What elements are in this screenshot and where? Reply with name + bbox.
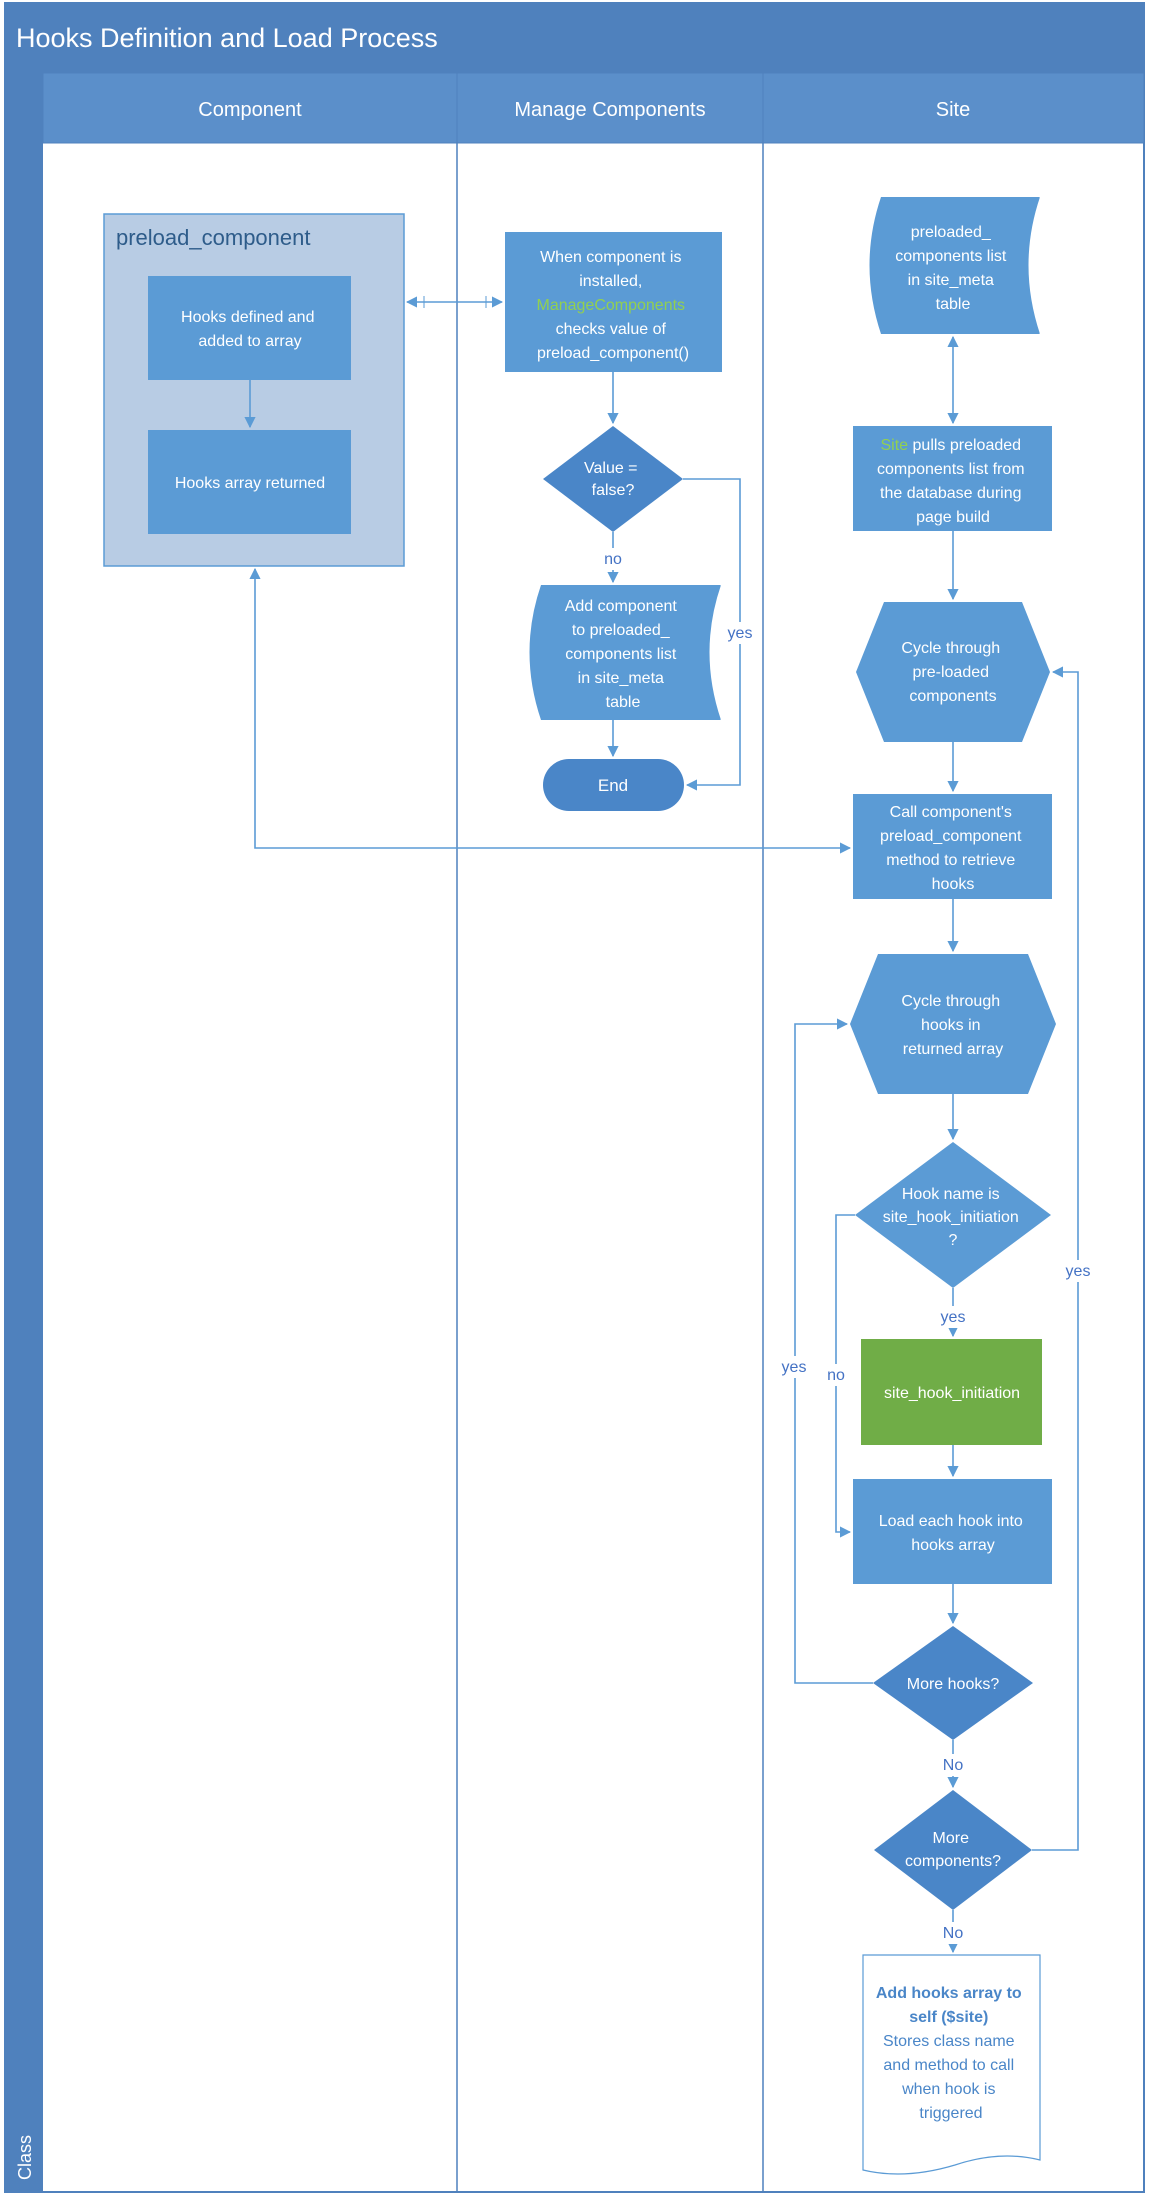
hook-name-decision <box>855 1142 1051 1288</box>
lane-label-manage: Manage Components <box>514 99 705 121</box>
load-hook-box <box>853 1479 1052 1584</box>
cycle-hooks-text: Cycle through hooks in returned array <box>901 993 1004 1058</box>
diagram-title: Hooks Definition and Load Process <box>16 23 438 53</box>
label-morehooks-no: No <box>943 1757 964 1774</box>
preloaded-list-datastore-edge <box>1039 196 1052 335</box>
site-pulls-box <box>853 426 1052 531</box>
load-hook-text: Load each hook into hooks array <box>879 1513 1028 1554</box>
hooks-returned-text: Hooks array returned <box>175 475 325 492</box>
site-hook-initiation-box <box>861 1339 1042 1445</box>
more-components-text: More components? <box>905 1830 1001 1870</box>
add-hooks-text: Add hooks array to self ($site) Stores c… <box>876 1985 1026 2122</box>
cycle-components-text: Cycle through pre-loaded components <box>901 640 1004 705</box>
edge-call-container <box>249 567 852 854</box>
lane-header-manage <box>456 72 764 144</box>
hooks-defined-text: Hooks defined and added to array <box>181 309 319 350</box>
installed-check-text: When component is installed, ManageCompo… <box>537 249 690 362</box>
container-label: preload_component <box>116 225 310 250</box>
preloaded-list-text: preloaded_ components list in site_meta … <box>895 224 1011 313</box>
hooks-returned-box <box>148 430 351 534</box>
edge-morehooks-yes <box>794 1018 873 1684</box>
side-band <box>5 73 43 2192</box>
lane-header-component <box>42 72 458 144</box>
hook-name-text: Hook name is site_hook_initiation ? <box>883 1186 1024 1249</box>
label-hookname-no: no <box>827 1367 845 1384</box>
call-component-text: Call component's preload_component metho… <box>880 804 1026 893</box>
more-components-decision <box>874 1790 1032 1910</box>
more-hooks-decision <box>873 1626 1033 1740</box>
hooks-defined-box <box>148 276 351 380</box>
label-morecomp-no: No <box>943 1925 964 1942</box>
label-morecomp-yes: yes <box>1066 1263 1091 1280</box>
end-text: End <box>598 776 628 795</box>
side-label: Class <box>15 2135 35 2180</box>
lane-label-site: Site <box>936 99 970 121</box>
preloaded-list-datastore <box>869 197 1040 334</box>
add-hooks-document <box>862 1954 1041 2175</box>
label-value-yes: yes <box>728 625 753 642</box>
call-component-box <box>853 794 1052 899</box>
value-false-decision <box>543 426 683 532</box>
lane-header-site <box>762 72 1145 144</box>
title-bar <box>5 3 1144 73</box>
lane-label-component: Component <box>198 99 302 121</box>
more-hooks-text: More hooks? <box>907 1676 1000 1693</box>
label-hookname-yes: yes <box>941 1309 966 1326</box>
value-false-text: Value = false? <box>584 460 642 499</box>
label-morehooks-yes: yes <box>782 1359 807 1376</box>
cycle-hooks-hexagon <box>850 954 1056 1094</box>
installed-check-box <box>505 232 722 372</box>
site-hook-initiation-text: site_hook_initiation <box>884 1385 1020 1402</box>
site-pulls-text: Site pulls preloaded components list fro… <box>877 437 1029 526</box>
cycle-components-hexagon <box>856 602 1050 742</box>
label-value-no: no <box>604 551 622 568</box>
